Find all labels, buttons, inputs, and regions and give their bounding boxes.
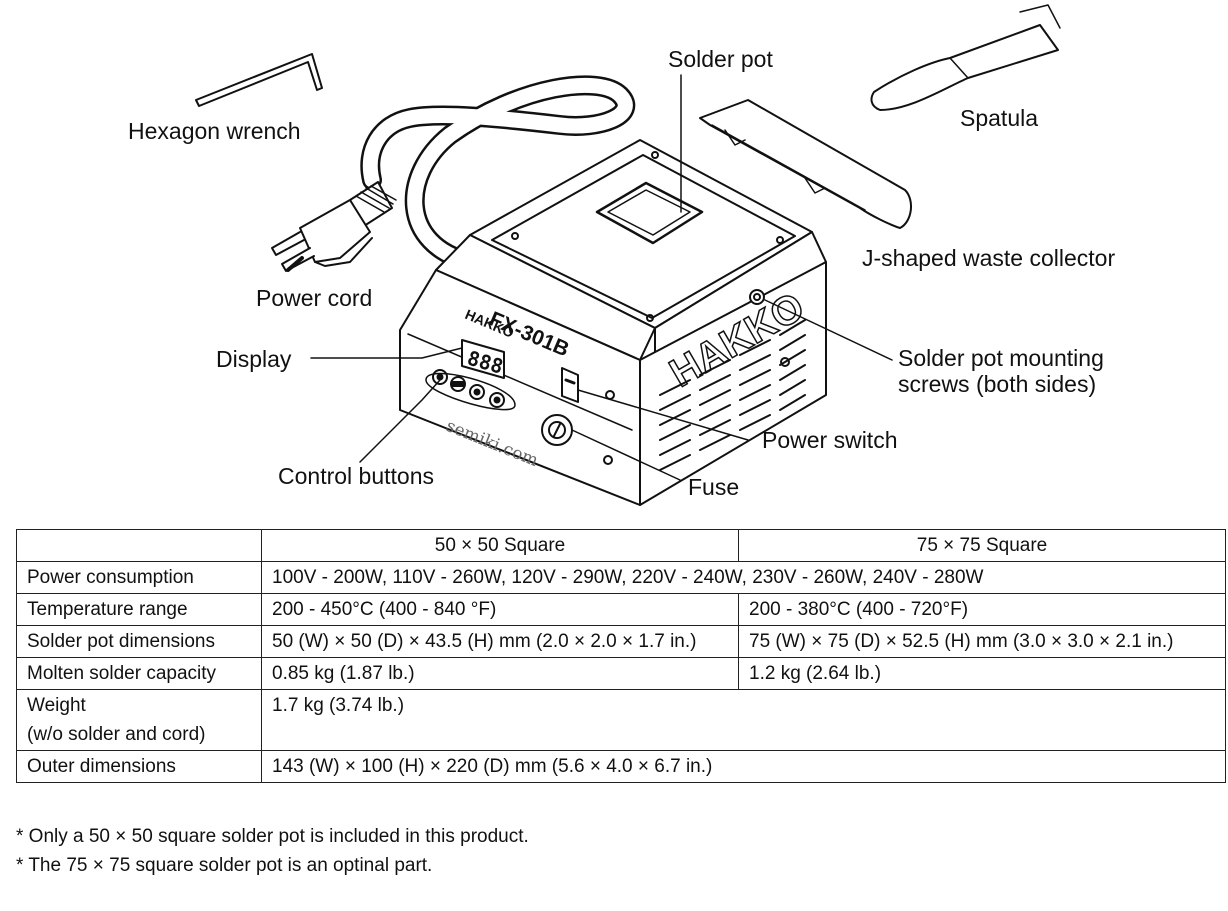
table-row: Outer dimensions 143 (W) × 100 (H) × 220…	[16, 750, 1226, 783]
header-empty	[16, 529, 262, 562]
leader-lines	[310, 74, 893, 481]
cell-pot-dimensions-75: 75 (W) × 75 (D) × 52.5 (H) mm (3.0 × 3.0…	[738, 625, 1226, 658]
row-label-outer-dimensions: Outer dimensions	[16, 750, 262, 783]
row-label-pot-dimensions: Solder pot dimensions	[16, 625, 262, 658]
soldering-pot-device	[399, 139, 827, 506]
weight-label: Weight	[27, 695, 86, 716]
cell-temperature-50: 200 - 450°C (400 - 840 °F)	[261, 593, 739, 626]
spec-table: 50 × 50 Square 75 × 75 Square Power cons…	[16, 529, 1226, 783]
label-solder-pot: Solder pot	[668, 46, 773, 72]
cell-capacity-50: 0.85 kg (1.87 lb.)	[261, 657, 739, 690]
label-power-cord: Power cord	[256, 285, 373, 311]
label-mounting-screws-line2: screws (both sides)	[898, 371, 1097, 397]
row-label-weight: Weight (w/o solder and cord)	[16, 689, 262, 751]
cell-pot-dimensions-50: 50 (W) × 50 (D) × 43.5 (H) mm (2.0 × 2.0…	[261, 625, 739, 658]
product-diagram: HAKKO FX-301B HAKKO 888 semiki.com	[195, 4, 1061, 506]
label-display: Display	[216, 346, 292, 372]
label-power-switch: Power switch	[762, 427, 898, 453]
table-row: Solder pot dimensions 50 (W) × 50 (D) × …	[16, 625, 1226, 658]
hexagon-wrench-drawing	[195, 53, 323, 107]
row-label-capacity: Molten solder capacity	[16, 657, 262, 690]
cell-temperature-75: 200 - 380°C (400 - 720°F)	[738, 593, 1226, 626]
label-mounting-screws: Solder pot mounting screws (both sides)	[898, 345, 1158, 397]
table-row: Temperature range 200 - 450°C (400 - 840…	[16, 593, 1226, 626]
cell-capacity-75: 1.2 kg (2.64 lb.)	[738, 657, 1226, 690]
power-cord-drawing	[271, 75, 636, 272]
table-row: Molten solder capacity 0.85 kg (1.87 lb.…	[16, 657, 1226, 690]
cell-outer-dimensions-value: 143 (W) × 100 (H) × 220 (D) mm (5.6 × 4.…	[261, 750, 1226, 783]
label-fuse: Fuse	[688, 474, 740, 500]
table-row: Weight (w/o solder and cord) 1.7 kg (3.7…	[16, 689, 1226, 751]
waste-collector-drawing	[699, 99, 912, 229]
table-row: Power consumption 100V - 200W, 110V - 26…	[16, 561, 1226, 594]
row-label-temperature: Temperature range	[16, 593, 262, 626]
spatula-drawing	[870, 4, 1061, 111]
header-50-square: 50 × 50 Square	[261, 529, 739, 562]
cell-weight-value: 1.7 kg (3.74 lb.)	[261, 689, 1226, 751]
table-header-row: 50 × 50 Square 75 × 75 Square	[16, 529, 1226, 562]
weight-label-sub: (w/o solder and cord)	[27, 724, 206, 745]
label-control-buttons: Control buttons	[278, 463, 434, 489]
footnote-1: * Only a 50 × 50 square solder pot is in…	[16, 826, 529, 847]
row-label-power: Power consumption	[16, 561, 262, 594]
cell-power-value: 100V - 200W, 110V - 260W, 120V - 290W, 2…	[261, 561, 1226, 594]
label-waste-collector: J-shaped waste collector	[862, 245, 1116, 271]
label-mounting-screws-line1: Solder pot mounting	[898, 345, 1104, 371]
label-hexagon-wrench: Hexagon wrench	[128, 118, 301, 144]
header-75-square: 75 × 75 Square	[738, 529, 1226, 562]
label-spatula: Spatula	[960, 105, 1039, 131]
footnote-2: * The 75 × 75 square solder pot is an op…	[16, 855, 433, 876]
